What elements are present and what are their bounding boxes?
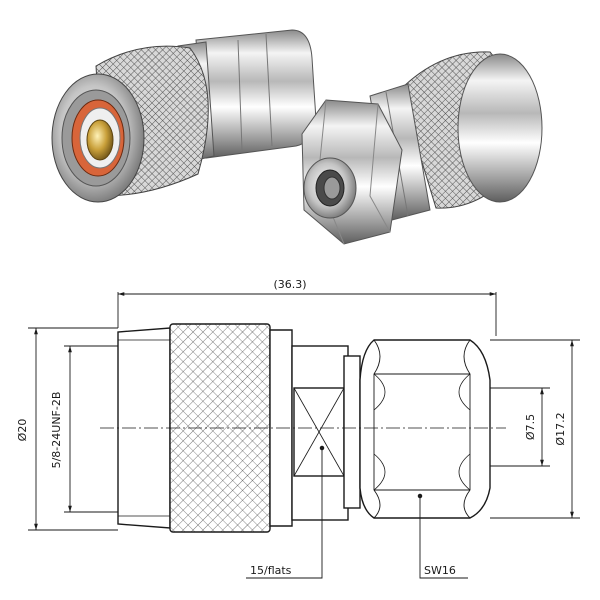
hex-body-outline (359, 339, 491, 519)
dimensions (28, 292, 580, 579)
hex-leader (419, 496, 468, 579)
thread-spec-label: 5/8-24UNF-2B (50, 392, 63, 469)
flats-leader (246, 448, 323, 579)
body-diameter-label: Ø20 (16, 419, 29, 442)
hex-diameter-label: Ø17.2 (554, 412, 567, 445)
flats-label: 15/flats (250, 564, 292, 577)
technical-drawing (100, 323, 506, 533)
right-connector-photo (301, 51, 543, 245)
bore-diameter-label: Ø7.5 (524, 414, 537, 440)
left-connector-photo (51, 29, 317, 203)
hex-size-label: SW16 (424, 564, 456, 577)
overall-length-label: (36.3) (273, 278, 306, 291)
